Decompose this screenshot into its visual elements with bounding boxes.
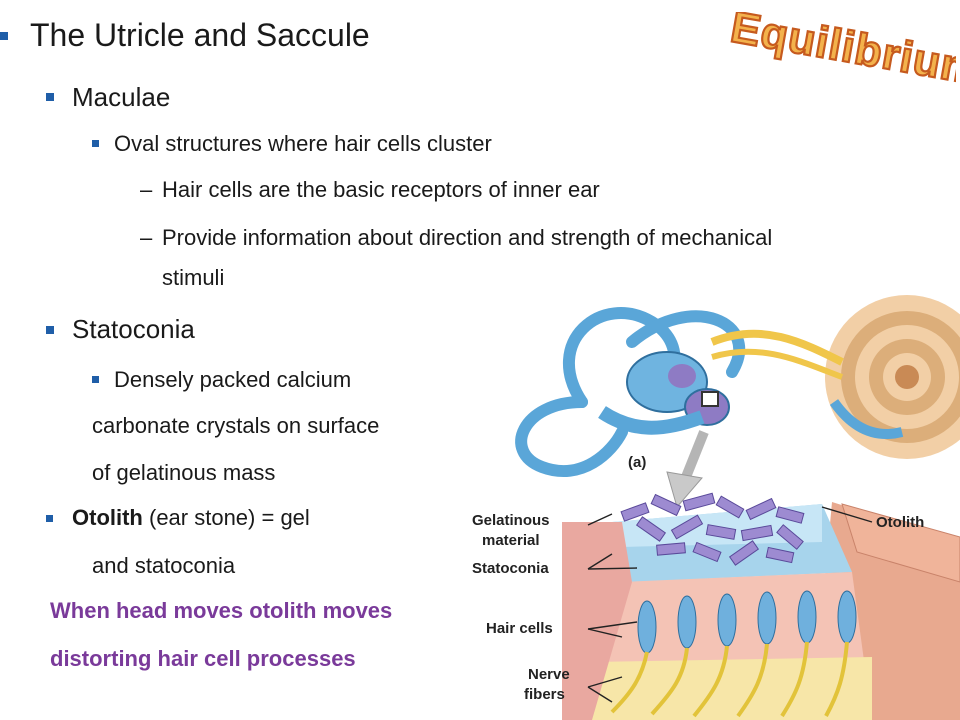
maculae-bullet — [46, 93, 54, 101]
statoconia-sub-bullet — [92, 376, 99, 383]
statoconia-line-1: Densely packed calcium — [114, 367, 352, 392]
dash-2: – — [140, 225, 153, 250]
maculae-sub-bullet — [92, 140, 99, 147]
maculae-point-2-cont: stimuli — [162, 265, 225, 290]
statoconia-label: Statoconia — [72, 314, 195, 344]
otolith-definition: (ear stone) = gel — [142, 505, 310, 530]
maculae-point-1: Hair cells are the basic receptors of in… — [162, 177, 600, 202]
maculae-sub-text: Oval structures where hair cells cluster — [114, 131, 492, 156]
label-hair-cells: Hair cells — [486, 620, 553, 637]
label-leaders — [587, 506, 873, 703]
cochlea-illustration — [825, 295, 960, 459]
statoconia-crystals — [620, 492, 805, 566]
statoconia-line-3: of gelatinous mass — [92, 460, 276, 485]
maculae-label: Maculae — [72, 82, 171, 112]
otolith-line-2: and statoconia — [92, 553, 236, 578]
maculae-point-2: Provide information about direction and … — [162, 225, 773, 250]
label-nerve-1: Nerve — [528, 666, 570, 683]
equilibrium-wordart: Equilibrium — [726, 12, 956, 96]
dash-1: – — [140, 177, 153, 202]
label-nerve-2: fibers — [524, 686, 565, 703]
label-gelatinous-2: material — [482, 532, 540, 549]
zoom-arrow — [666, 430, 709, 509]
note-line-2: distorting hair cell processes — [50, 646, 356, 671]
otolith-bullet — [46, 515, 53, 522]
label-gelatinous-1: Gelatinous — [472, 512, 550, 529]
statoconia-line-2: carbonate crystals on surface — [92, 413, 380, 438]
macula-figure: (a) — [472, 295, 960, 720]
statoconia-bullet — [46, 326, 54, 334]
heading-bullet — [0, 32, 8, 40]
label-statoconia: Statoconia — [472, 560, 549, 577]
label-otolith: Otolith — [876, 514, 924, 531]
figure-part-label: (a) — [628, 454, 646, 471]
nerve-fibers — [610, 641, 849, 718]
wordart-text: Equilibrium — [727, 12, 956, 95]
note-line-1: When head moves otolith moves — [50, 598, 393, 623]
slide-heading: The Utricle and Saccule — [30, 17, 370, 53]
otolith-line: Otolith (ear stone) = gel — [72, 505, 310, 531]
otolith-term: Otolith — [72, 505, 143, 530]
hair-cells — [637, 590, 857, 654]
vestibule-body — [598, 329, 844, 435]
